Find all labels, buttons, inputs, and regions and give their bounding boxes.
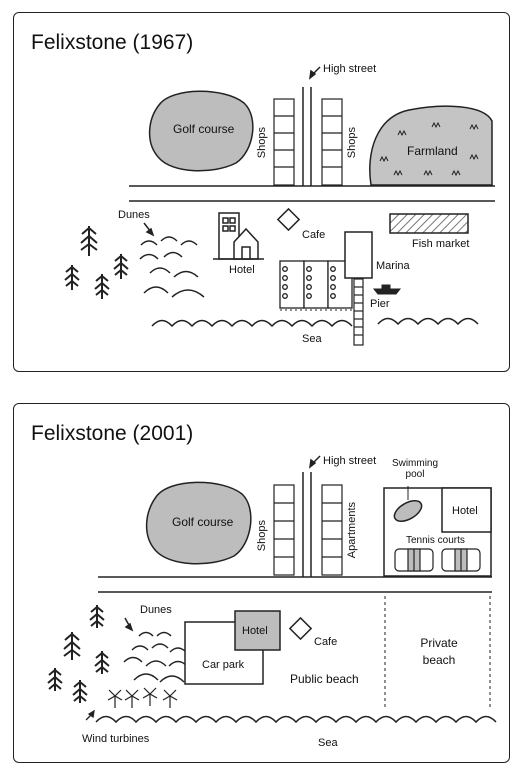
label-shops: Shops [256, 520, 268, 552]
map-drawing-1967 [64, 66, 495, 346]
golf-course [148, 90, 254, 172]
label-pier: Pier [370, 298, 390, 310]
cafe-icon [276, 207, 301, 232]
map-panel-1967: Felixstone (1967) [13, 12, 510, 372]
arrow-icon [85, 709, 95, 721]
grass-marks [379, 121, 479, 177]
sea-waves [151, 317, 479, 328]
wind-turbine-icons [107, 687, 178, 708]
arrow-icon [308, 66, 321, 80]
fish-market [389, 213, 469, 234]
label-cafe: Cafe [314, 636, 338, 648]
label-swimming-pool: Swimming pool [391, 458, 439, 480]
swimming-pool [393, 500, 423, 522]
label-wind-turbines: Wind turbines [82, 733, 150, 745]
private-beach-boundary [384, 596, 491, 709]
shops-right [321, 98, 343, 186]
road [98, 576, 492, 593]
hotel-building-right [441, 487, 492, 533]
label-car-park: Car park [202, 659, 245, 671]
map-title: Felixstone (2001) [31, 422, 194, 445]
shops-building [273, 484, 295, 576]
tree-icons [64, 226, 129, 299]
label-private-beach: Private beach [420, 636, 458, 667]
label-sea: Sea [302, 333, 322, 345]
high-street [302, 472, 312, 577]
arrow-icon [308, 455, 321, 469]
pier [353, 278, 364, 346]
label-dunes: Dunes [140, 604, 172, 616]
golf-course [145, 481, 252, 565]
label-hotel: Hotel [229, 264, 255, 276]
apartments-building [321, 484, 343, 576]
label-golf-course: Golf course [173, 122, 235, 136]
dunes [123, 617, 188, 683]
hotel-icon [213, 212, 264, 260]
boat-icon [372, 284, 402, 295]
label-marina: Marina [376, 260, 410, 272]
label-high-street: High street [323, 455, 377, 467]
label-fish-market: Fish market [412, 238, 470, 250]
label-farmland: Farmland [407, 144, 458, 158]
map-drawing-2001 [47, 455, 497, 724]
label-high-street: High street [323, 63, 377, 75]
dunes [139, 222, 205, 298]
label-shops-right: Shops [346, 127, 358, 159]
high-street [302, 87, 312, 186]
label-public-beach: Public beach [290, 672, 359, 686]
label-cafe: Cafe [302, 229, 326, 241]
label-dunes: Dunes [118, 209, 150, 221]
shops-left [273, 98, 295, 186]
tree-icons [47, 605, 110, 703]
road [129, 185, 495, 202]
label-golf-course: Golf course [172, 515, 234, 529]
marina-building [344, 231, 373, 279]
farmland [369, 105, 493, 186]
map-title: Felixstone (1967) [31, 31, 194, 54]
label-hotel-right: Hotel [452, 505, 478, 517]
sea-waves [95, 715, 497, 724]
tennis-courts [394, 548, 481, 572]
map-panel-2001: Felixstone (2001) [13, 403, 510, 763]
label-apartments: Apartments [346, 502, 358, 559]
label-sea: Sea [318, 737, 338, 749]
hotel-building [234, 610, 281, 651]
seafront-buildings [279, 260, 353, 309]
label-hotel: Hotel [242, 625, 268, 637]
label-shops-left: Shops [256, 127, 268, 159]
label-tennis-courts: Tennis courts [406, 535, 465, 546]
cafe-icon [288, 616, 313, 641]
